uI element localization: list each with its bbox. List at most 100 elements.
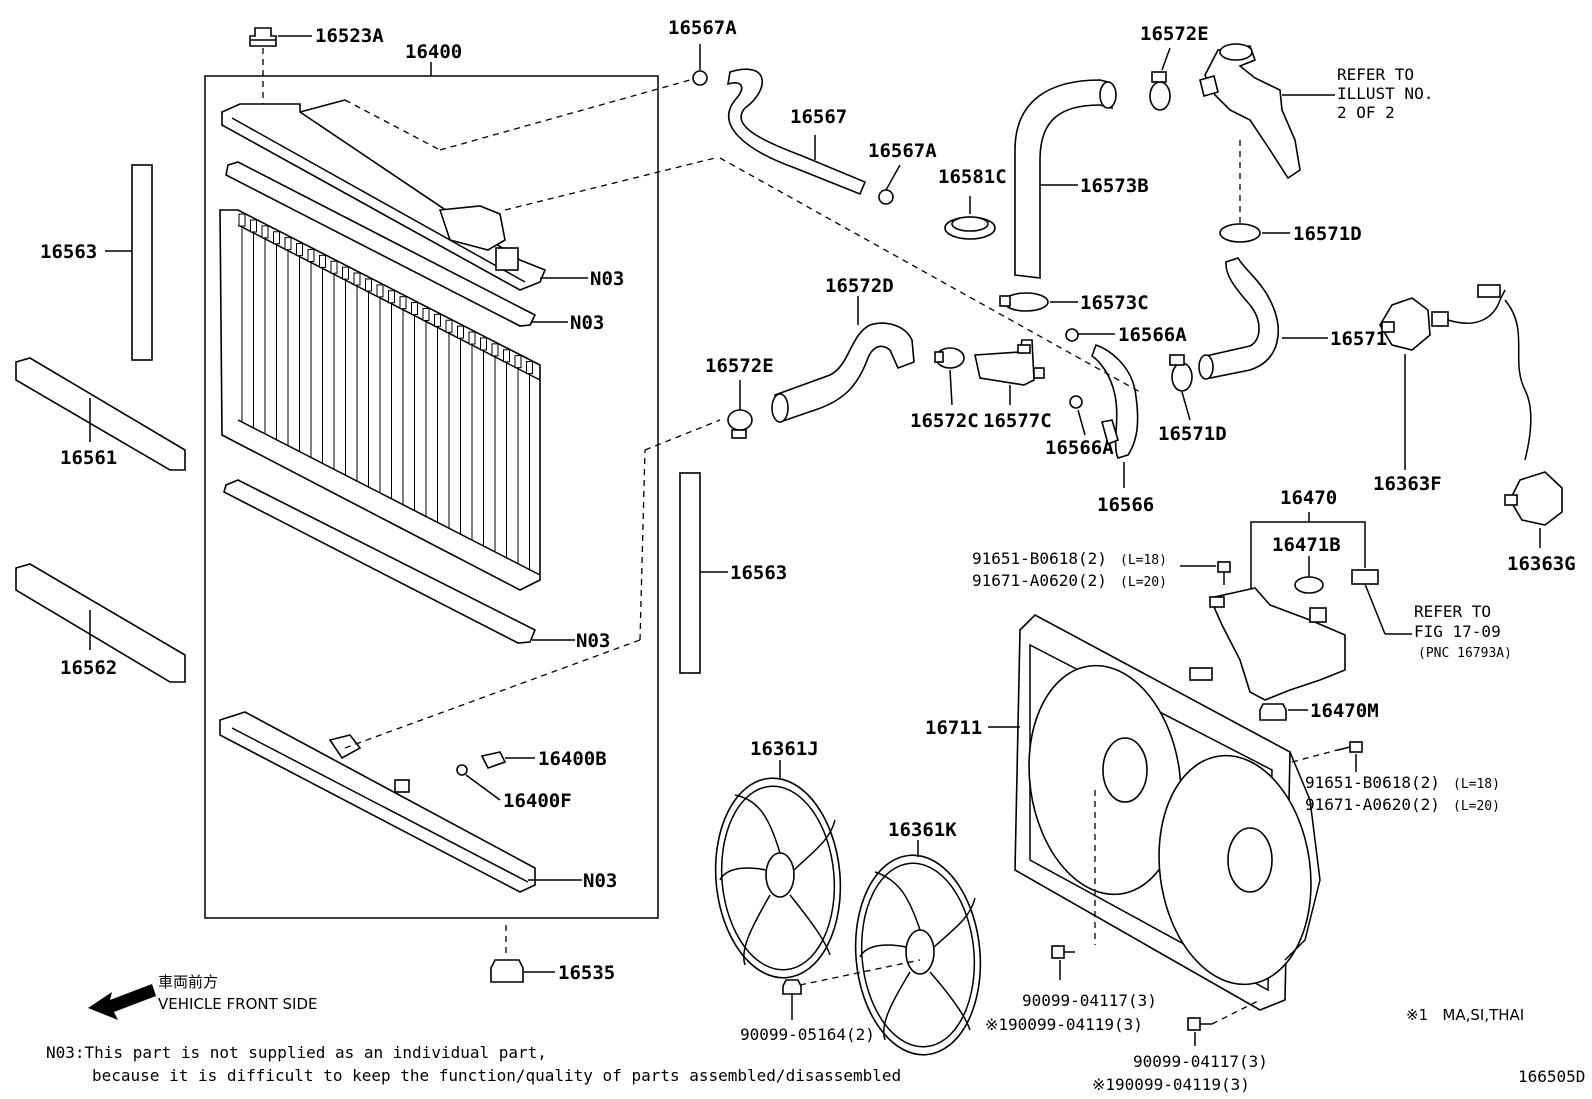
reservoir-tank-16470: [1208, 587, 1346, 701]
label-N03-2: N03: [570, 312, 604, 334]
label-16566: 16566: [1097, 494, 1154, 516]
label-16561: 16561: [60, 447, 117, 469]
seal-16563-left: [131, 164, 153, 361]
label-N03-3: N03: [576, 630, 610, 652]
label-16523A: 16523A: [315, 25, 384, 47]
core-fin-tab: [353, 272, 361, 286]
core-fin-tab: [250, 219, 257, 233]
fan-shroud-16711: [1014, 614, 1321, 1011]
label-16535: 16535: [558, 962, 615, 984]
clamp-16572C: [934, 347, 965, 369]
core-fin-tab: [491, 343, 499, 357]
lower-gasket: [223, 479, 537, 644]
nut-90099-05164: [782, 979, 802, 995]
label-bolt-a1: 91651-B0618(2): [972, 549, 1107, 568]
seal-16562: [15, 563, 186, 683]
label-16400F: 16400F: [503, 790, 572, 812]
label-16363F: 16363F: [1373, 473, 1442, 495]
hose-16566: [1091, 343, 1139, 459]
bolt-top: [1217, 561, 1231, 585]
refer-fig-line3: (PNC 16793A): [1418, 646, 1512, 661]
label-90099-05164: 90099-05164(2): [740, 1025, 875, 1044]
core-fin-tab: [376, 284, 384, 298]
label-90099-04117-b: 90099-04117(3): [1133, 1052, 1268, 1071]
core-fin-tab: [457, 325, 464, 339]
label-16572E-mid: 16572E: [705, 355, 774, 377]
label-16711: 16711: [925, 717, 982, 739]
label-16581C: 16581C: [938, 166, 1007, 188]
refer-illust-line2: ILLUST NO.: [1337, 84, 1433, 103]
radiator-cap-part: [249, 27, 277, 47]
clamp-16572E-top: [1149, 71, 1171, 111]
label-bolt-b2-len: (L=20): [1453, 799, 1500, 814]
label-16470M: 16470M: [1310, 700, 1379, 722]
refer-fig-line1: REFER TO: [1414, 602, 1491, 621]
core-fin-tab: [422, 307, 430, 321]
bottom-mount-part: [490, 959, 524, 983]
label-N03-1: N03: [590, 268, 624, 290]
core-fin-tab: [468, 331, 476, 345]
label-bolt-a2-len: (L=20): [1120, 575, 1167, 590]
hose-16567: [726, 68, 867, 196]
label-16562: 16562: [60, 657, 117, 679]
label-N03-4: N03: [583, 870, 617, 892]
label-16400B: 16400B: [538, 748, 607, 770]
fan-16361K: [854, 854, 982, 1056]
radiator-core: [219, 209, 541, 591]
label-16577C: 16577C: [983, 410, 1052, 432]
label-16566A-top: 16566A: [1118, 324, 1187, 346]
core-fin-tab: [480, 337, 487, 351]
clamp-16566A-top: [1065, 328, 1079, 342]
radiator-lower-tank: [219, 711, 536, 893]
label-16567A-top: 16567A: [668, 17, 737, 39]
clamp-16581C: [944, 216, 996, 240]
label-16361J: 16361J: [750, 738, 819, 760]
vehicle-front-arrow-icon: [88, 984, 156, 1020]
upper-gasket: [225, 161, 537, 327]
core-fin-tab: [503, 349, 510, 363]
label-90099-04119-b: ※190099-04119(3): [1092, 1075, 1250, 1094]
core-fin-tab: [330, 260, 338, 274]
label-16471B: 16471B: [1272, 534, 1341, 556]
vehicle-front-jp: 車両前方: [158, 973, 218, 991]
label-16571C: 16571C: [1330, 328, 1399, 350]
label-90099-04117-a: 90099-04117(3): [1022, 991, 1157, 1010]
refer-fig-line2: FIG 17-09: [1414, 622, 1501, 641]
core-fin-tab: [307, 248, 315, 262]
core-fin-tab: [261, 225, 269, 239]
reservoir-label-plate: [1351, 569, 1379, 585]
label-16572C: 16572C: [910, 410, 979, 432]
refer-illust-line3: 2 OF 2: [1337, 103, 1395, 122]
bolt-90099-04117-a: [1051, 945, 1075, 959]
label-16571D-bot: 16571D: [1158, 423, 1227, 445]
label-bolt-a1-len: (L=18): [1120, 553, 1167, 568]
core-fin-tab: [388, 290, 395, 304]
joint-16577C: [974, 339, 1045, 386]
bolt-right: [1337, 741, 1363, 753]
radiator-upper-tank: [221, 99, 547, 291]
hose-16572D: [774, 322, 915, 424]
core-fin-tab: [526, 361, 533, 375]
label-16470: 16470: [1280, 487, 1337, 509]
label-16563-left: 16563: [40, 241, 97, 263]
hose-16571C: [1205, 257, 1279, 379]
n03-note-line2: because it is difficult to keep the func…: [92, 1066, 901, 1085]
label-90099-04119-a: ※190099-04119(3): [985, 1015, 1143, 1034]
core-fin-tab: [273, 231, 280, 245]
fan-motor-16363G: [1504, 471, 1563, 526]
clamp-16571D-top: [1219, 223, 1261, 243]
core-fin-tab: [238, 213, 246, 227]
fan-16361J: [714, 777, 842, 979]
seal-16561: [15, 357, 186, 471]
drain-cock-part: [456, 751, 507, 776]
label-16400: 16400: [405, 41, 462, 63]
label-bolt-b1-len: (L=18): [1453, 777, 1500, 792]
core-fin-tab: [445, 319, 453, 333]
label-16567: 16567: [790, 106, 847, 128]
label-16361K: 16361K: [888, 819, 957, 841]
refer-illust-line1: REFER TO: [1337, 65, 1414, 84]
clamp-16572E-mid: [727, 409, 753, 439]
core-fin-tab: [434, 313, 441, 327]
clamp-16567A-mid: [878, 189, 894, 205]
core-fin-tab: [365, 278, 372, 292]
